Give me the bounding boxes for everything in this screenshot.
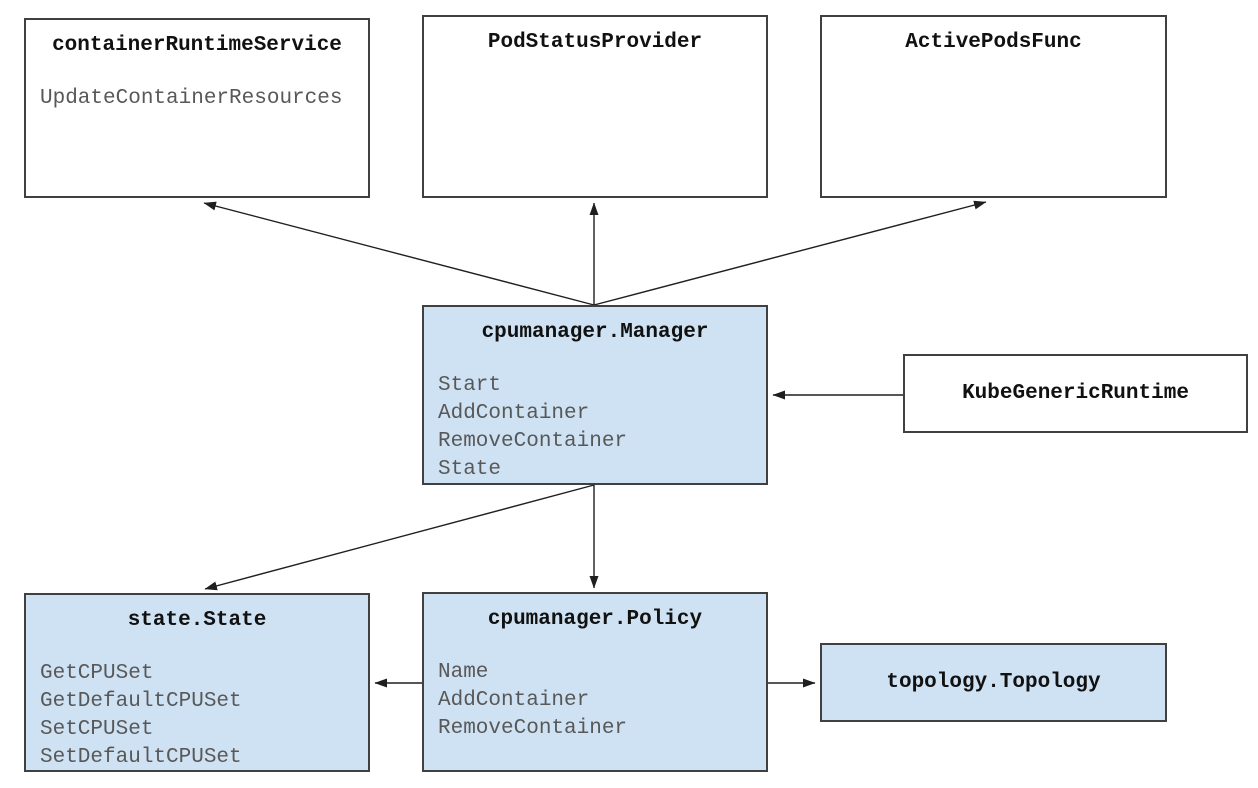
arrow-manager-to-state-state — [204, 484, 595, 591]
node-title: PodStatusProvider — [487, 31, 703, 54]
node-method: SetDefaultCPUSet — [40, 746, 242, 769]
node-state-state: state.State GetCPUSet GetDefaultCPUSet S… — [24, 593, 370, 772]
node-method: RemoveContainer — [438, 430, 628, 453]
node-pod-status-provider: PodStatusProvider — [422, 15, 768, 198]
node-topology-topology: topology.Topology — [820, 643, 1167, 722]
node-kube-generic-runtime: KubeGenericRuntime — [903, 354, 1248, 433]
node-method: UpdateContainerResources — [40, 87, 343, 110]
arrow-manager-to-active-pods-func — [593, 200, 987, 306]
node-cpumanager-policy: cpumanager.Policy Name AddContainer Remo… — [422, 592, 768, 772]
node-title: cpumanager.Manager — [481, 321, 709, 344]
node-method: Start — [438, 374, 502, 397]
node-title: KubeGenericRuntime — [962, 381, 1189, 405]
node-title: ActivePodsFunc — [905, 31, 1082, 54]
node-method: GetDefaultCPUSet — [40, 690, 242, 713]
node-container-runtime-service: containerRuntimeService UpdateContainerR… — [24, 18, 370, 198]
node-title: cpumanager.Policy — [487, 608, 703, 631]
node-methods: Name AddContainer RemoveContainer — [424, 659, 766, 743]
node-title: topology.Topology — [886, 670, 1101, 694]
node-method: GetCPUSet — [40, 662, 154, 685]
node-method: AddContainer — [438, 689, 590, 712]
node-methods: UpdateContainerResources — [26, 85, 368, 113]
node-title: state.State — [127, 609, 267, 632]
node-methods: Start AddContainer RemoveContainer State — [424, 372, 766, 484]
node-method: RemoveContainer — [438, 717, 628, 740]
node-method: Name — [438, 661, 489, 684]
node-method: SetCPUSet — [40, 718, 154, 741]
arrow-manager-to-container-runtime-service — [203, 201, 595, 306]
node-method: State — [438, 458, 502, 481]
node-title: containerRuntimeService — [52, 34, 342, 57]
node-cpumanager-manager: cpumanager.Manager Start AddContainer Re… — [422, 305, 768, 485]
node-methods: GetCPUSet GetDefaultCPUSet SetCPUSet Set… — [26, 660, 368, 772]
node-method: AddContainer — [438, 402, 590, 425]
node-active-pods-func: ActivePodsFunc — [820, 15, 1167, 198]
